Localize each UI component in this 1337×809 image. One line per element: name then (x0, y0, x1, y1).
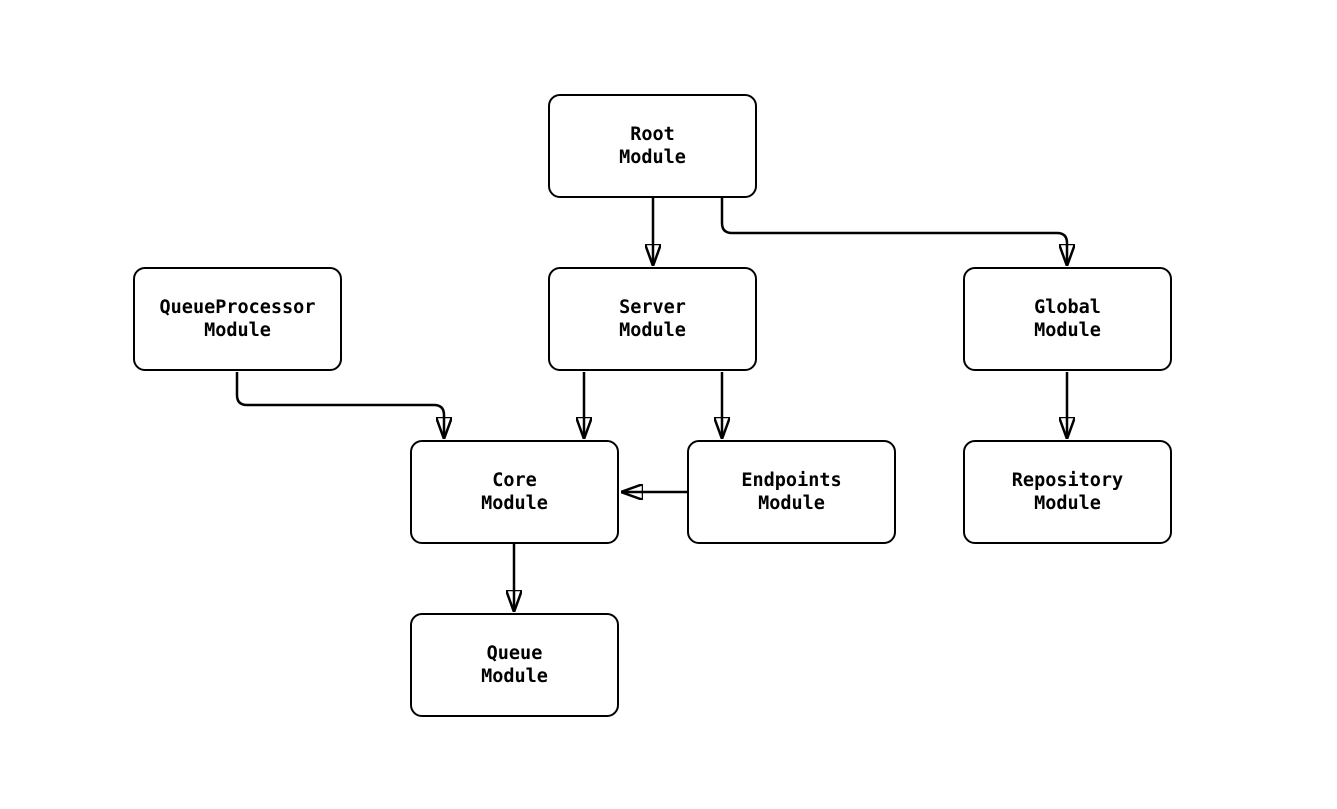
node-queueprocessor-module-label: QueueProcessor Module (159, 297, 316, 341)
node-core-module: Core Module (410, 440, 619, 544)
node-repository-module-label: Repository Module (1011, 470, 1124, 514)
node-queue-module-label: Queue Module (481, 643, 548, 687)
node-queue-module: Queue Module (410, 613, 619, 717)
node-server-module-label: Server Module (619, 297, 686, 341)
node-global-module: Global Module (963, 267, 1172, 371)
node-endpoints-module: Endpoints Module (687, 440, 896, 544)
node-endpoints-module-label: Endpoints Module (741, 470, 842, 514)
node-core-module-label: Core Module (481, 470, 548, 514)
node-root-module: Root Module (548, 94, 757, 198)
node-server-module: Server Module (548, 267, 757, 371)
edge-queueprocessor-to-core (235, 372, 444, 438)
node-repository-module: Repository Module (963, 440, 1172, 544)
node-queueprocessor-module: QueueProcessor Module (133, 267, 342, 371)
node-root-module-label: Root Module (619, 124, 686, 168)
node-global-module-label: Global Module (1034, 297, 1101, 341)
edge-root-to-global (720, 197, 1067, 265)
